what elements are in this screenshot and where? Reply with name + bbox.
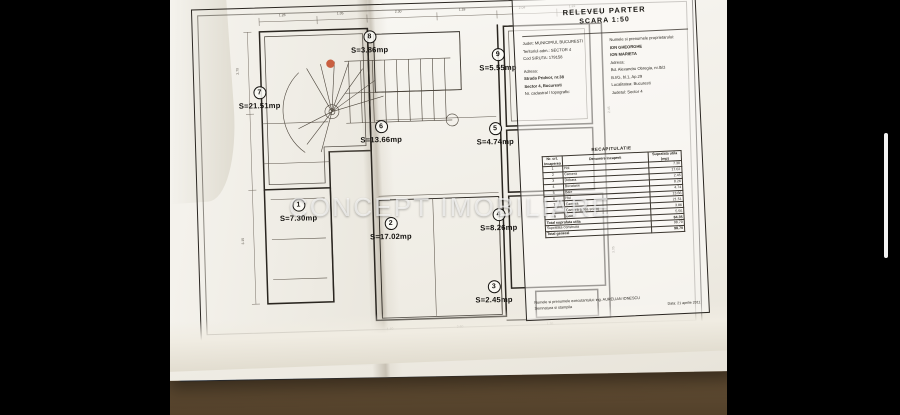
drawing-sheet: 1.281.05 2.301.18 2.041.22 2.70 3.15 2.4… — [170, 0, 727, 381]
svg-text:2.70: 2.70 — [236, 68, 240, 75]
cell-total-value: 98.70 — [651, 225, 685, 233]
signature-row: Numele si prenumele executantului: ing. … — [534, 292, 700, 312]
svg-text:1.18: 1.18 — [459, 7, 466, 11]
svg-text:3.15: 3.15 — [241, 238, 245, 245]
drawing-date: Data: 21 aprilie 2011 — [667, 300, 701, 306]
watermark-text: CONCEPT IMOBILIARE — [288, 192, 612, 222]
title-block: RELEVEU PARTER SCARA 1:50 Judet: MUNICIP… — [511, 0, 710, 322]
recapitulation-section: RECAPITULATIE Nr. crt. Incaperea Denumir… — [541, 143, 686, 239]
owner-info-right: Numele si prenumele proprietarului: ION … — [609, 33, 691, 97]
owner-info-left: Judet: MUNICIPIUL BUCURESTI Teritoriul a… — [522, 36, 604, 100]
svg-text:1.05: 1.05 — [337, 11, 344, 15]
svg-text:2.30: 2.30 — [395, 9, 402, 13]
svg-text:1.28: 1.28 — [279, 13, 286, 17]
scroll-indicator[interactable] — [884, 133, 888, 258]
photo-viewport: 1.281.05 2.301.18 2.041.22 2.70 3.15 2.4… — [170, 0, 727, 415]
letterbox-left — [0, 0, 170, 415]
executant-signature: Numele si prenumele executantului: ing. … — [534, 295, 640, 312]
letterbox-right — [727, 0, 900, 415]
